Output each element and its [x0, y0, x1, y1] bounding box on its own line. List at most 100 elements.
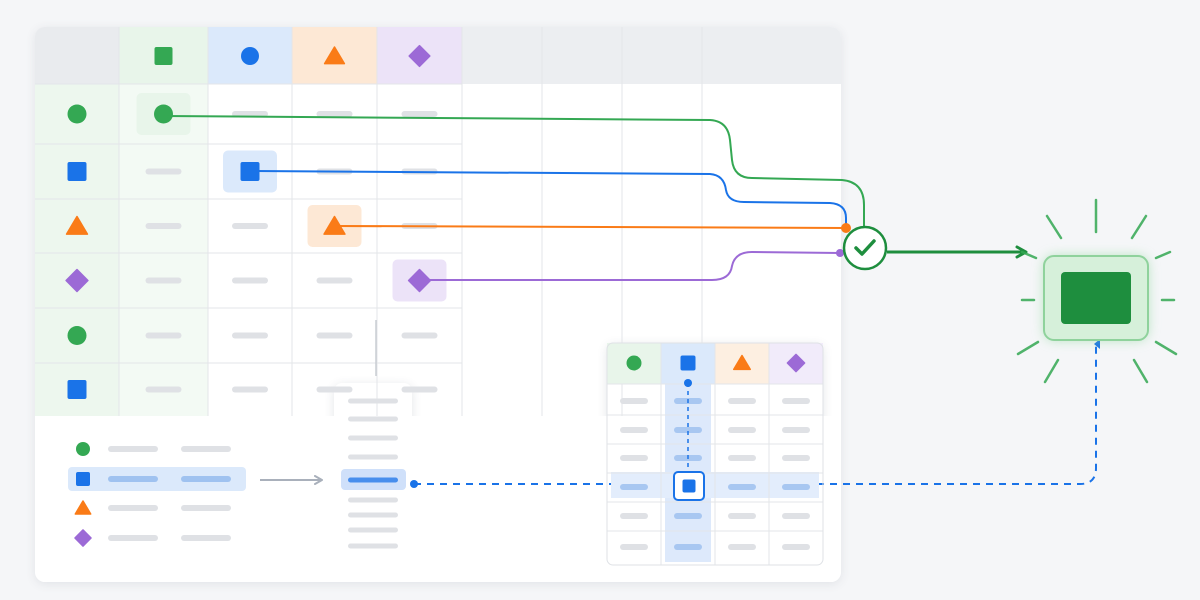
mini-placeholder-bar	[782, 455, 810, 461]
mini-placeholder-bar	[782, 427, 810, 433]
placeholder-bar	[145, 332, 182, 339]
list-placeholder-bar	[348, 454, 398, 460]
mini-placeholder-bar	[620, 484, 648, 490]
mini-border	[606, 342, 824, 566]
mini-placeholder-bar	[728, 544, 756, 550]
mini-placeholder-bar	[620, 398, 648, 404]
legend-placeholder-bar	[181, 535, 231, 541]
column-highlight	[119, 84, 208, 416]
green-square-icon	[154, 47, 173, 65]
list-placeholder-bar	[348, 527, 398, 533]
list-placeholder-bar	[348, 543, 398, 549]
placeholder-bar	[232, 223, 268, 229]
orange-junction-dot	[841, 223, 851, 233]
purple-diamond-icon	[786, 353, 806, 373]
orange-triangle-icon	[65, 215, 89, 235]
green-output-box-icon	[1061, 272, 1131, 324]
list-placeholder-bar	[348, 398, 398, 404]
list-placeholder-bar	[348, 435, 398, 441]
placeholder-bar	[232, 332, 268, 339]
green-circle-icon	[67, 104, 87, 124]
placeholder-bar	[316, 332, 353, 339]
mini-placeholder-bar	[620, 427, 648, 433]
glow-ray	[1132, 358, 1149, 384]
mini-placeholder-bar	[782, 513, 810, 519]
placeholder-bar	[232, 277, 268, 284]
mini-placeholder-bar	[782, 398, 810, 404]
placeholder-bar	[316, 277, 353, 284]
glow-ray	[1016, 340, 1040, 356]
orange-triangle-icon	[74, 500, 92, 515]
placeholder-bar	[401, 111, 438, 117]
purple-diamond-icon	[65, 268, 89, 293]
placeholder-bar	[401, 332, 438, 339]
list-placeholder-bar	[348, 497, 398, 503]
purple-diamond-icon	[407, 268, 432, 293]
check-node-ring	[842, 225, 888, 271]
row-header-band	[35, 84, 119, 416]
mini-placeholder-bar	[782, 484, 810, 490]
green-circle-icon	[67, 326, 87, 345]
blue-square-icon	[680, 355, 696, 371]
check-circle-icon	[854, 239, 876, 256]
purple-diamond-icon	[408, 44, 431, 68]
glow-ray	[1045, 214, 1063, 240]
mini-placeholder-bar	[674, 544, 702, 550]
blue-square-icon	[67, 162, 87, 181]
green-circle-icon	[154, 104, 173, 124]
orange-flow-line	[333, 225, 847, 229]
placeholder-bar	[145, 168, 182, 175]
mini-placeholder-bar	[782, 544, 810, 550]
green-circle-icon	[76, 442, 90, 456]
legend-placeholder-bar	[108, 505, 158, 511]
legend-placeholder-bar	[108, 476, 158, 482]
list-placeholder-bar	[348, 416, 398, 422]
lower-panel	[35, 416, 841, 582]
placeholder-bar	[145, 277, 182, 284]
purple-flow-line	[420, 250, 841, 281]
legend-placeholder-bar	[108, 446, 158, 452]
glow-ray	[1154, 340, 1178, 356]
legend-placeholder-bar	[181, 505, 231, 511]
mini-placeholder-bar	[620, 455, 648, 461]
blue-flow-line	[249, 170, 847, 230]
placeholder-bar	[232, 111, 268, 117]
blue-square-icon	[76, 472, 90, 486]
mini-column-pointer-dot	[684, 379, 692, 387]
matrix-grid	[35, 27, 841, 582]
mini-placeholder-bar	[620, 544, 648, 550]
blue-square-icon	[67, 380, 87, 399]
placeholder-bar	[316, 111, 353, 117]
mini-placeholder-bar	[728, 513, 756, 519]
placeholder-bar	[232, 386, 268, 393]
orange-triangle-icon	[323, 46, 346, 65]
lookup-dashed-path	[414, 339, 1100, 485]
mini-placeholder-bar	[674, 513, 702, 519]
legend-placeholder-bar	[181, 446, 231, 452]
lookup-start-dot	[410, 480, 418, 488]
mini-placeholder-bar	[728, 484, 756, 490]
glow-ray	[1130, 214, 1148, 240]
mini-placeholder-bar	[620, 513, 648, 519]
purple-junction-dot	[836, 249, 844, 257]
corner-cell	[35, 27, 119, 84]
purple-diamond-icon	[74, 529, 92, 547]
glow-ray	[1020, 250, 1038, 260]
list-selected-bar	[348, 477, 398, 483]
orange-triangle-icon	[733, 354, 751, 371]
placeholder-bar	[316, 386, 353, 393]
glow-ray	[1043, 358, 1060, 384]
mini-placeholder-bar	[728, 455, 756, 461]
legend-placeholder-bar	[181, 476, 231, 482]
placeholder-bar	[401, 386, 438, 393]
glow-ray	[1154, 250, 1172, 260]
mini-placeholder-bar	[728, 427, 756, 433]
blue-square-icon	[682, 479, 696, 493]
placeholder-bar	[145, 223, 182, 229]
list-placeholder-bar	[348, 512, 398, 518]
mini-placeholder-bar	[674, 427, 702, 433]
mini-placeholder-bar	[728, 398, 756, 404]
green-flow-line	[163, 115, 865, 228]
blue-circle-icon	[241, 47, 259, 65]
